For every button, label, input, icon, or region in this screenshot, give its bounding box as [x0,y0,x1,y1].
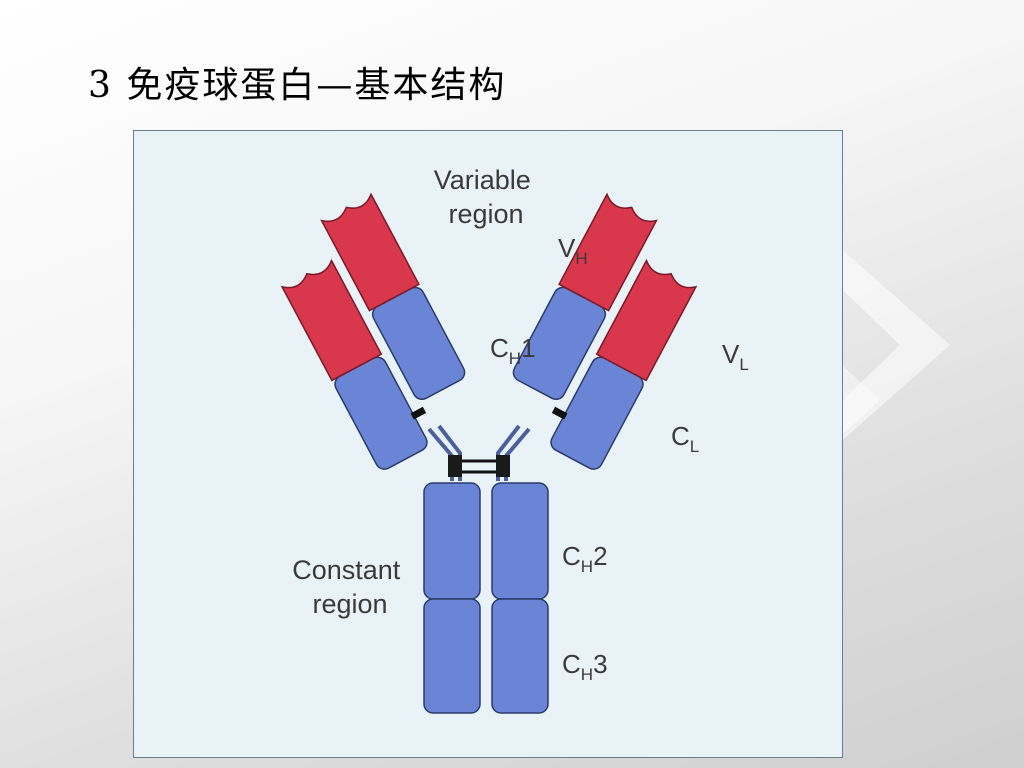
left-ch2-domain [423,482,481,600]
ch2-label: CH2 [562,541,608,576]
cl-label: CL [671,421,699,456]
right-ch2-domain [491,482,549,600]
right-light-chain [550,258,698,470]
left-vh-domain [320,192,420,312]
variable-region-label: Variable region [434,165,539,229]
left-heavy-chain [320,192,466,401]
vl-label: VL [722,339,749,374]
right-heavy-chain [512,192,658,401]
disulfide-bonds [448,455,510,477]
left-light-chain [280,258,428,470]
right-arm [512,192,698,470]
antibody-structure-figure: Variable region VH CH1 VL CL CH2 Constan… [133,130,843,758]
left-arm [280,192,466,470]
left-vl-domain [280,258,383,382]
vh-label: VH [558,233,588,268]
right-vh-domain [558,192,658,312]
fc-stem [423,482,549,714]
diagram-labels: Variable region VH CH1 VL CL CH2 Constan… [292,165,749,684]
ch3-label: CH3 [562,649,608,684]
constant-region-label: Constant region [292,555,408,619]
ch1-label: CH1 [490,333,536,368]
left-ch3-domain [423,598,481,714]
slide-title: 3 免疫球蛋白—基本结构 [88,65,507,106]
right-vl-domain [595,258,698,382]
antibody-diagram: Variable region VH CH1 VL CL CH2 Constan… [280,165,749,714]
right-ch3-domain [491,598,549,714]
